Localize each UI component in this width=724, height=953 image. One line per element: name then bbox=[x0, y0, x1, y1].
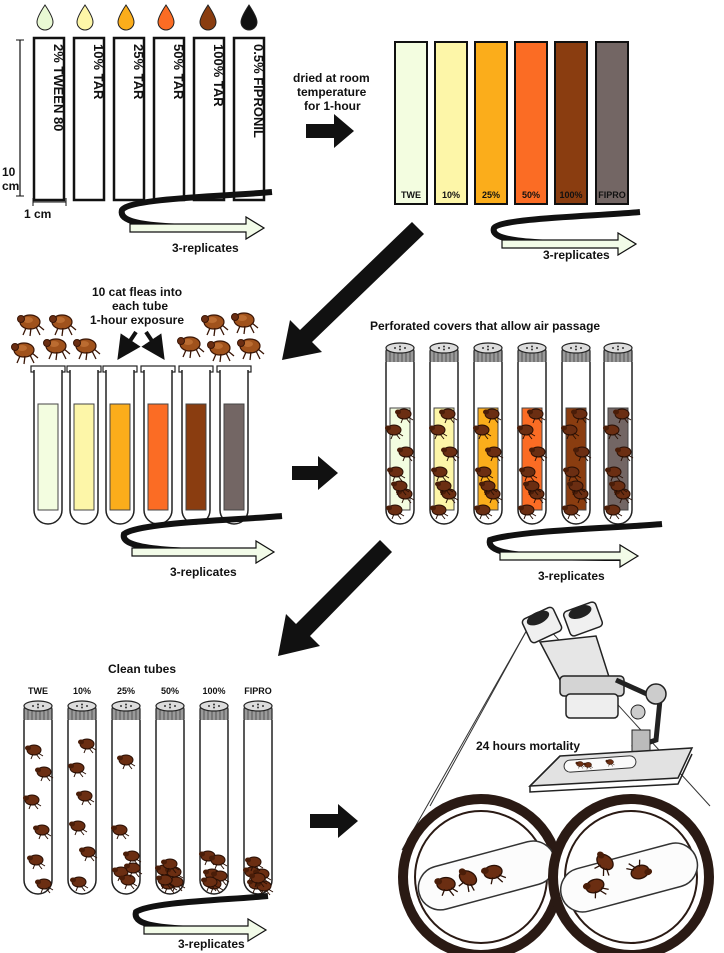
dried-strip-2 bbox=[474, 41, 508, 205]
p3-note-3: 1-hour exposure bbox=[90, 313, 184, 327]
strip-label-1: 10% TAR bbox=[91, 44, 106, 100]
arrow-to-microscope bbox=[310, 804, 358, 838]
strip-label-2: 25% TAR bbox=[131, 44, 146, 100]
exposure-tube-3 bbox=[140, 365, 176, 525]
p5-title: Clean tubes bbox=[108, 662, 176, 676]
covered-tube-2 bbox=[472, 342, 504, 525]
dried-strip-label-5: FIPRO bbox=[598, 190, 626, 200]
exposure-tube-1 bbox=[66, 365, 102, 525]
dim-width: 1 cm bbox=[24, 207, 51, 221]
flea-group-left bbox=[10, 314, 101, 365]
clean-tube-label-0: TWE bbox=[28, 686, 48, 696]
p4-replicates: 3-replicates bbox=[538, 569, 605, 583]
strip-3 bbox=[152, 36, 186, 202]
p1-replicates: 3-replicates bbox=[172, 241, 239, 255]
strip-label-5: 0.5% FIPRONIL bbox=[251, 44, 266, 138]
arrow-dry: dried at room temperature for 1-hour bbox=[293, 71, 370, 148]
covered-tube-1 bbox=[428, 342, 460, 525]
dried-strip-1 bbox=[434, 41, 468, 205]
dry-text-1: dried at room bbox=[293, 71, 370, 85]
clean-tube-0 bbox=[22, 700, 54, 895]
exposure-tube-4 bbox=[178, 365, 214, 525]
strip-label-3: 50% TAR bbox=[171, 44, 186, 100]
exposure-tube-5 bbox=[216, 365, 252, 525]
arrow-to-covers bbox=[292, 456, 338, 490]
dried-strip-label-3: 50% bbox=[522, 190, 540, 200]
dried-strip-0 bbox=[394, 41, 428, 205]
covered-tube-4 bbox=[560, 342, 592, 525]
dried-strip-label-1: 10% bbox=[442, 190, 460, 200]
clean-tube-4 bbox=[198, 700, 230, 895]
panel5-clean: Clean tubes TWE 10% 25% 50% 100% FIPRO 3-repl… bbox=[22, 662, 274, 951]
mortality-label: 24 hours mortality bbox=[476, 739, 580, 753]
covered-tube-3 bbox=[516, 342, 548, 525]
exposure-tube-2 bbox=[102, 365, 138, 525]
strip-label-4: 100% TAR bbox=[211, 44, 226, 107]
dim-height: 10 bbox=[2, 165, 16, 179]
panel1-strips: 2% TWEEN 80 10% TAR 25% TAR 50% TAR 100% TAR… bbox=[2, 4, 273, 255]
p2-replicates: 3-replicates bbox=[543, 248, 610, 262]
panel4-covered: Perforated covers that allow air passage… bbox=[370, 319, 663, 583]
dried-strip-5 bbox=[595, 41, 629, 205]
strip-2 bbox=[112, 36, 146, 202]
dry-text-3: for 1-hour bbox=[304, 99, 361, 113]
magnified-view-right bbox=[548, 794, 714, 953]
arrow-to-clean bbox=[278, 540, 392, 656]
dry-text-2: temperature bbox=[297, 85, 367, 99]
drop-icons bbox=[36, 4, 258, 31]
strip-1 bbox=[72, 36, 106, 202]
clean-tube-label-1: 10% bbox=[73, 686, 91, 696]
covered-tube-5 bbox=[602, 342, 634, 525]
panel3-exposure: 10 cat fleas into each tube 1-hour expos… bbox=[10, 285, 283, 579]
drop-icon-tar10 bbox=[76, 4, 94, 31]
p3-note-1: 10 cat fleas into bbox=[92, 285, 182, 299]
dried-strip-label-0: TWE bbox=[401, 190, 421, 200]
magnified-view-left bbox=[398, 794, 564, 953]
clean-tube-label-4: 100% bbox=[202, 686, 225, 696]
drop-icon-tar50 bbox=[157, 4, 175, 31]
dried-strip-3 bbox=[514, 41, 548, 205]
dried-strip-label-2: 25% bbox=[482, 190, 500, 200]
drop-icon-tar25 bbox=[117, 4, 135, 31]
drop-icon-fipro bbox=[240, 4, 258, 31]
clean-tube-label-5: FIPRO bbox=[244, 686, 272, 696]
p3-replicates: 3-replicates bbox=[170, 565, 237, 579]
strip-4 bbox=[192, 36, 226, 202]
drop-icon-twe bbox=[36, 4, 54, 31]
clean-tube-1 bbox=[67, 700, 98, 895]
panel2-dried-strips: TWE 10% 25% 50% 100% FIPRO 3-replicates bbox=[394, 41, 641, 262]
strip-0 bbox=[32, 36, 66, 202]
clean-tube-2 bbox=[110, 700, 143, 895]
clean-tube-label-2: 25% bbox=[117, 686, 135, 696]
dried-strip-label-4: 100% bbox=[559, 190, 582, 200]
drop-icon-tar100 bbox=[199, 4, 217, 31]
p3-note-2: each tube bbox=[112, 299, 168, 313]
p5-replicates: 3-replicates bbox=[178, 937, 245, 951]
covered-tube-0 bbox=[384, 342, 416, 525]
strip-label-0: 2% TWEEN 80 bbox=[51, 44, 66, 131]
arrow-to-exposure bbox=[282, 222, 424, 360]
clean-tube-label-3: 50% bbox=[161, 686, 179, 696]
p4-title: Perforated covers that allow air passage bbox=[370, 319, 600, 333]
microscope-icon bbox=[521, 601, 694, 793]
clean-tube-3 bbox=[154, 700, 186, 895]
strip-5 bbox=[232, 36, 266, 202]
flea-group-right bbox=[176, 312, 265, 363]
dim-height-unit: cm bbox=[2, 179, 19, 193]
exposure-tube-0 bbox=[30, 365, 66, 525]
dried-strip-4 bbox=[554, 41, 588, 205]
clean-tube-5 bbox=[242, 700, 274, 896]
panel6-microscope: 24 hours mortality bbox=[398, 601, 714, 953]
